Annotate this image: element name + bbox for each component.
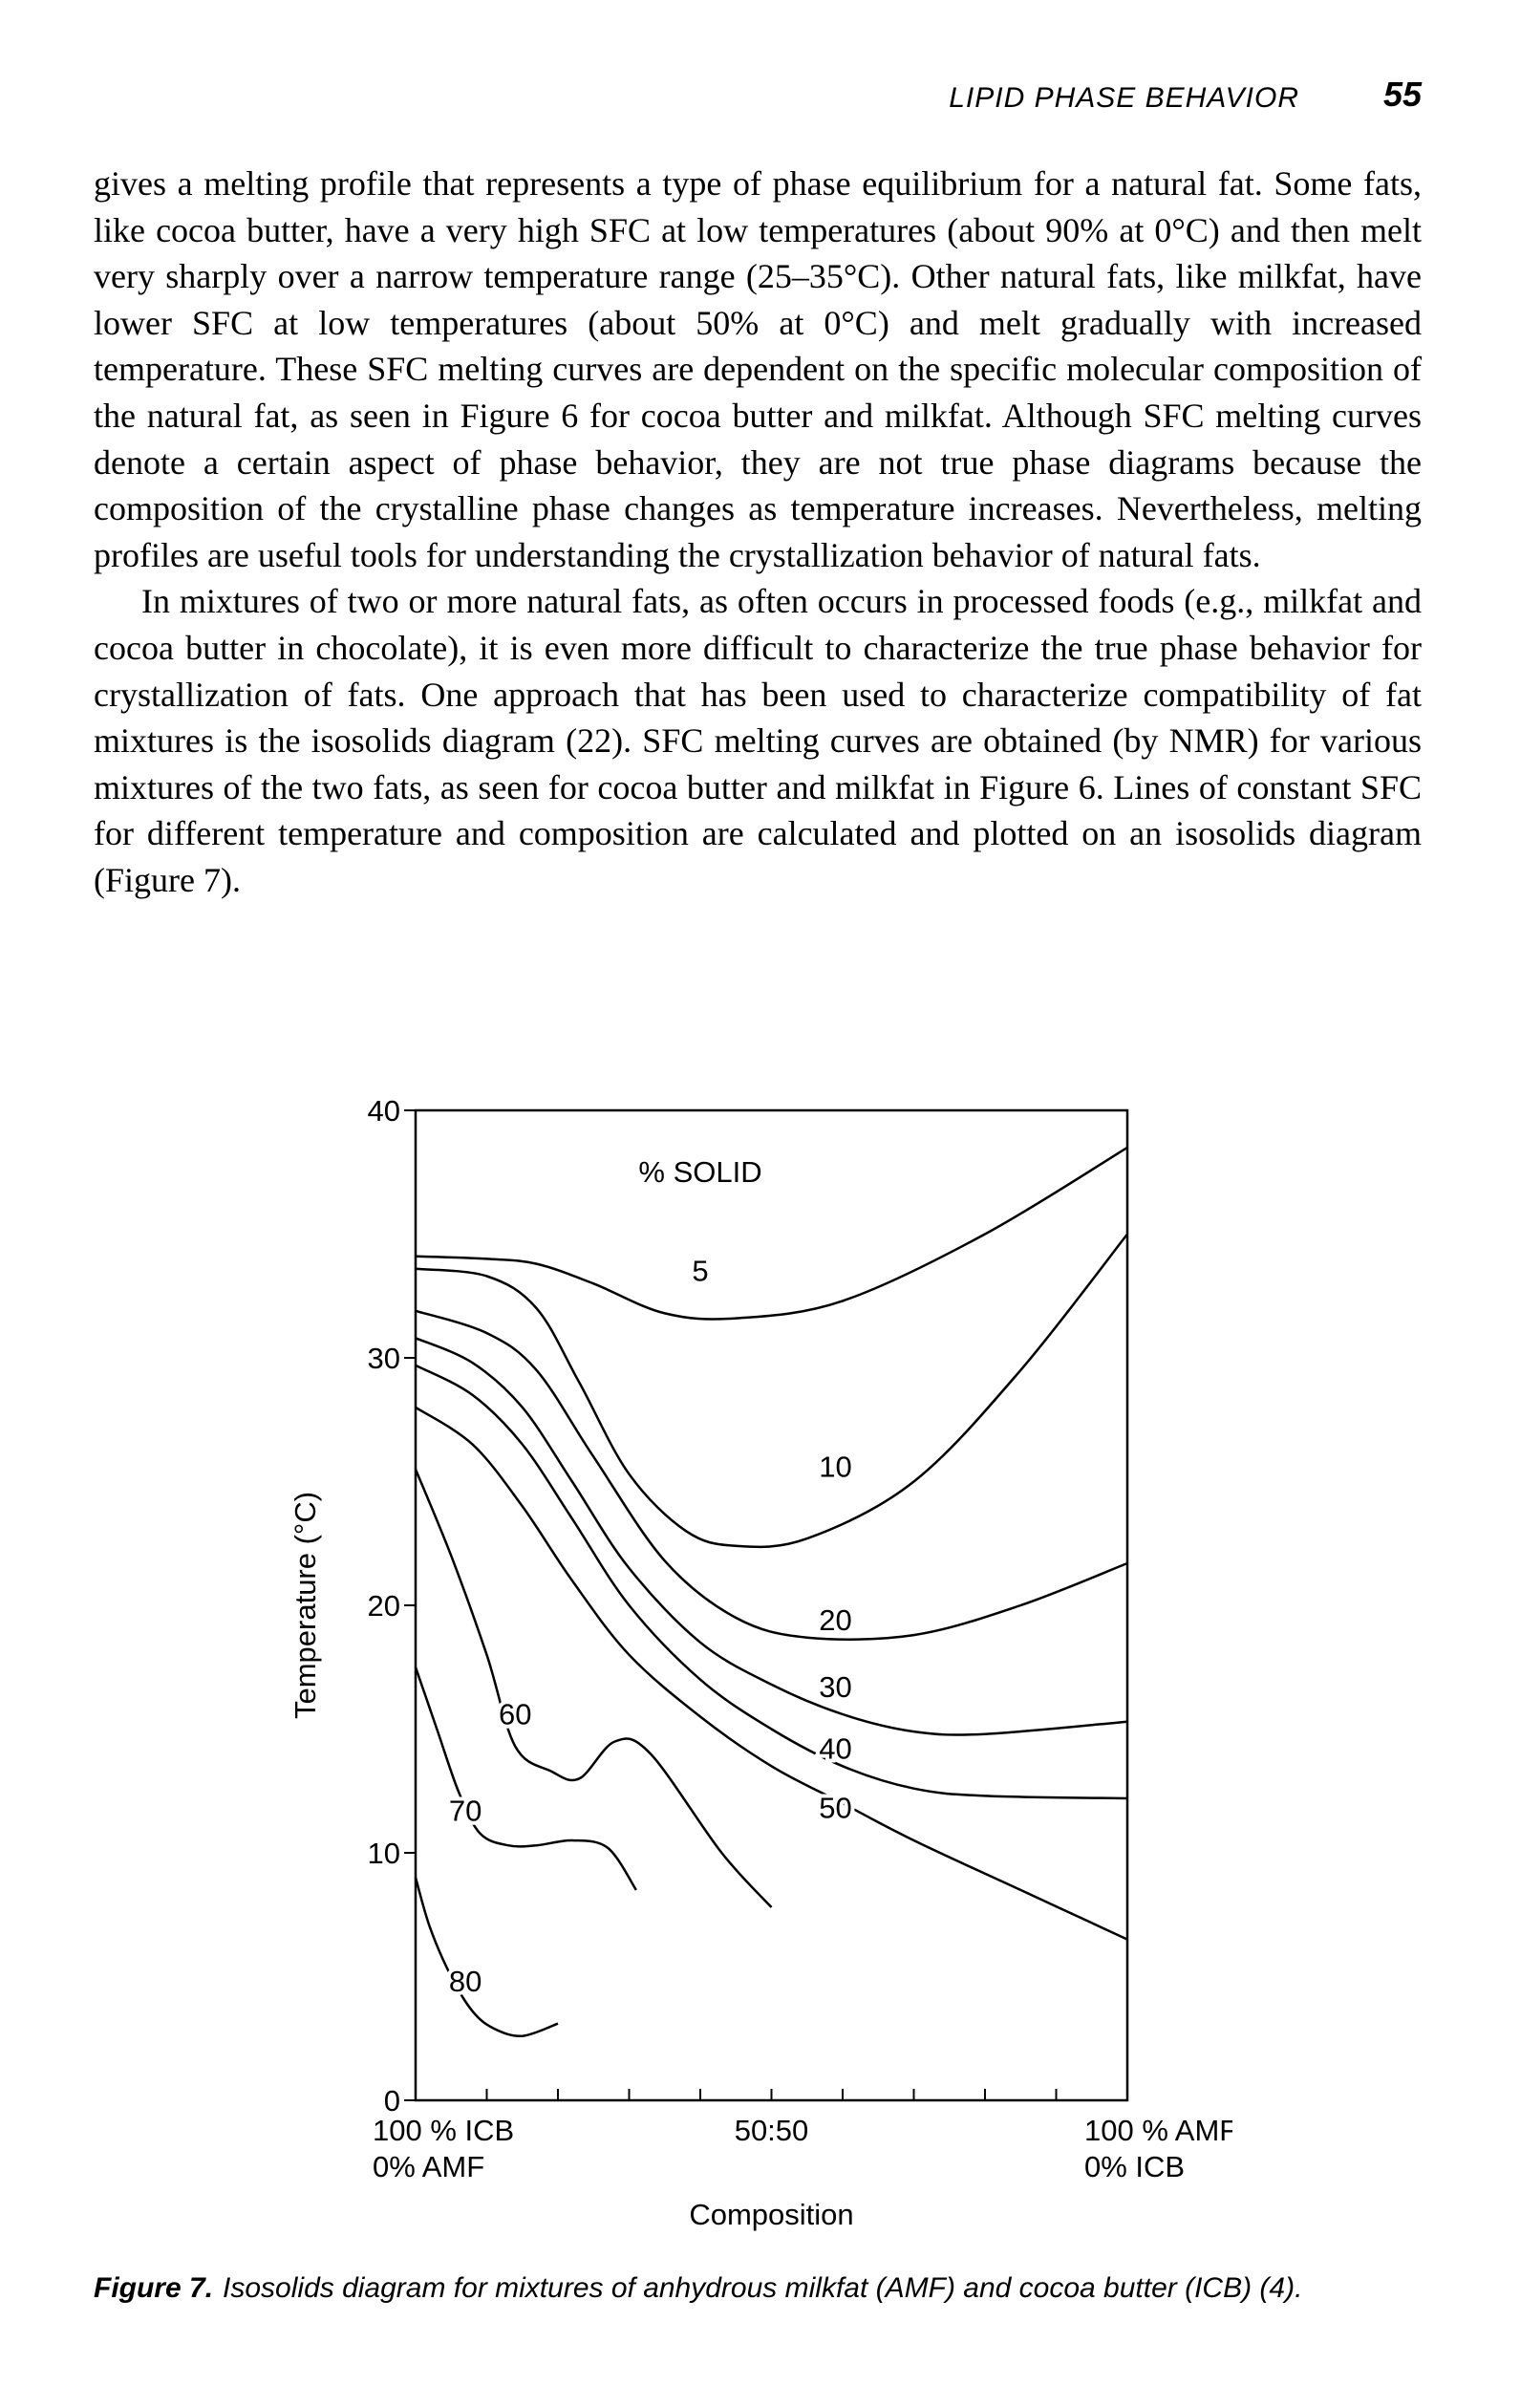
paragraph-2: In mixtures of two or more natural fats,… bbox=[94, 582, 1422, 899]
isosolid-label-20: 20 bbox=[819, 1603, 851, 1637]
paragraph-1: gives a melting profile that represents … bbox=[94, 164, 1422, 574]
figure-caption: Figure 7. Isosolids diagram for mixtures … bbox=[94, 2272, 1450, 2305]
running-head-title: LIPID PHASE BEHAVIOR bbox=[949, 82, 1299, 114]
isosolid-line-10 bbox=[415, 1233, 1128, 1549]
x-tick-label: 50:50 bbox=[735, 2114, 809, 2147]
chart-title: % SOLID bbox=[638, 1155, 761, 1189]
caption-label: Figure 7. bbox=[94, 2272, 214, 2304]
y-axis-label: Temperature (°C) bbox=[289, 1492, 322, 1719]
isosolid-line-40 bbox=[415, 1364, 1128, 1800]
isosolid-line-30 bbox=[415, 1337, 1128, 1736]
y-tick-label: 20 bbox=[368, 1589, 400, 1623]
isosolid-label-70: 70 bbox=[449, 1794, 482, 1827]
isosolid-line-80 bbox=[414, 1877, 559, 2038]
isosolid-label-40: 40 bbox=[819, 1732, 851, 1766]
y-tick-label: 30 bbox=[368, 1342, 400, 1375]
isosolid-label-30: 30 bbox=[819, 1670, 851, 1704]
isosolid-label-60: 60 bbox=[499, 1697, 531, 1731]
isosolid-label-50: 50 bbox=[819, 1792, 851, 1825]
body-text: gives a melting profile that represents … bbox=[94, 161, 1422, 904]
y-tick-label: 40 bbox=[368, 1094, 400, 1128]
running-head: LIPID PHASE BEHAVIOR 55 bbox=[94, 75, 1422, 122]
isosolid-line-70 bbox=[414, 1666, 637, 1891]
isosolid-label-5: 5 bbox=[692, 1255, 708, 1288]
isosolid-line-60 bbox=[414, 1469, 773, 1908]
x-tick-label: 0% AMF bbox=[373, 2150, 484, 2183]
page-number: 55 bbox=[1382, 75, 1422, 114]
y-tick-label: 10 bbox=[368, 1837, 400, 1870]
x-tick-label: 100 % ICB bbox=[373, 2114, 514, 2147]
isosolid-label-10: 10 bbox=[819, 1450, 851, 1483]
caption-text: Isosolids diagram for mixtures of anhydr… bbox=[223, 2272, 1303, 2304]
isosolid-label-80: 80 bbox=[449, 1965, 482, 1998]
isosolid-line-50 bbox=[415, 1406, 1128, 1941]
isosolid-line-20 bbox=[415, 1309, 1128, 1641]
y-tick-label: 0 bbox=[384, 2084, 400, 2118]
x-tick-label: 0% ICB bbox=[1084, 2150, 1185, 2183]
x-axis-label: Composition bbox=[689, 2198, 853, 2231]
isosolid-line-5 bbox=[415, 1146, 1128, 1321]
x-tick-label: 100 % AMF bbox=[1084, 2114, 1232, 2147]
